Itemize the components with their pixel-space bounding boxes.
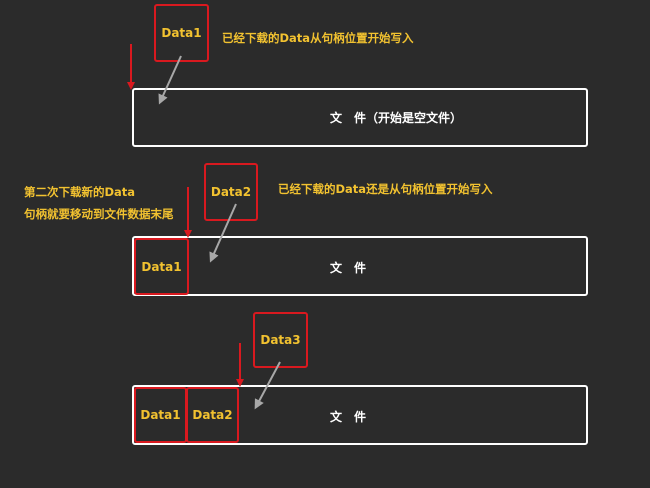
step2-note-text: 已经下载的Data还是从句柄位置开始写入 [278, 182, 493, 196]
incoming-data1-label: Data1 [161, 26, 202, 40]
file-label-step1: 文 件（开始是空文件） [330, 111, 463, 125]
stored-data2-step3-label: Data2 [192, 408, 233, 422]
file-box-step1 [132, 88, 588, 147]
stored-data1-step2: Data1 [134, 238, 189, 295]
step2-side-note-line1: 第二次下载新的Data [24, 185, 136, 199]
step2-side-note-line2: 句柄就要移动到文件数据末尾 [24, 207, 174, 221]
stored-data1-step2-label: Data1 [141, 259, 182, 274]
file-label-step2: 文 件 [330, 261, 367, 275]
incoming-data3-label: Data3 [260, 333, 301, 347]
file-box-step3 [132, 385, 588, 445]
step2-side-note: 第二次下载新的Data 句柄就要移动到文件数据末尾 [24, 181, 174, 225]
step1-note-text: 已经下载的Data从句柄位置开始写入 [222, 31, 414, 45]
incoming-data3-block: Data3 [253, 312, 308, 368]
incoming-data1-block: Data1 [154, 4, 209, 62]
file-label-step3: 文 件 [330, 410, 367, 424]
file-box-step2 [132, 236, 588, 296]
incoming-data2-block: Data2 [204, 163, 258, 221]
step2-note: 已经下载的Data还是从句柄位置开始写入 [278, 178, 493, 200]
stored-data1-step3-label: Data1 [140, 408, 181, 422]
write-arrow-step2 [209, 203, 237, 263]
incoming-data2-label: Data2 [210, 185, 252, 199]
step1-note: 已经下载的Data从句柄位置开始写入 [222, 27, 414, 49]
write-arrow-step1 [158, 55, 182, 105]
write-arrow-step3 [254, 361, 281, 410]
stored-data2-step3: Data2 [186, 387, 239, 443]
